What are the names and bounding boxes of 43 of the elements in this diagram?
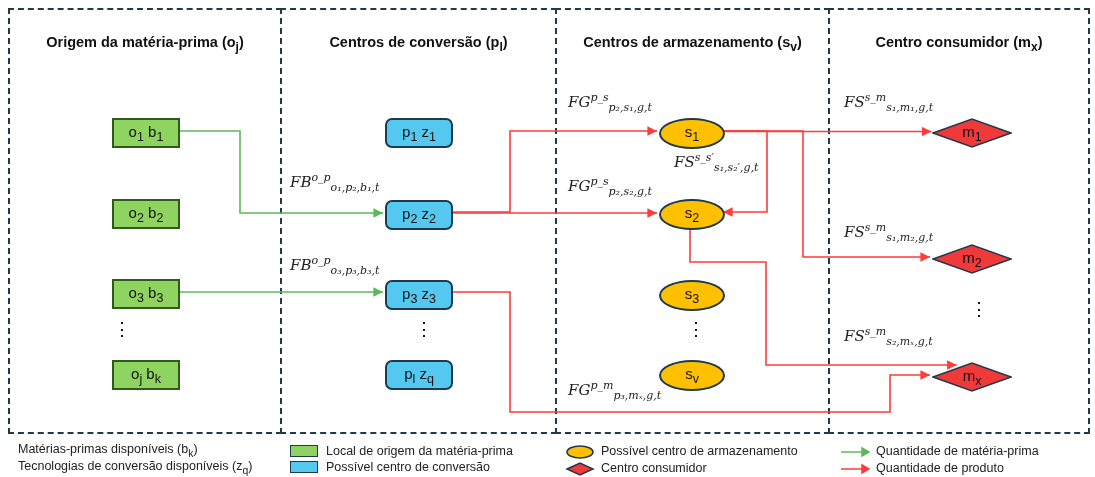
note-text: Matérias-primas disponíveis (b$_{k}$) (18, 442, 198, 459)
storage-ellipse: s$_{3}$ (659, 280, 725, 311)
column-heading: Origem da matéria-prima (o$_{j}$) (45, 34, 245, 54)
conversion-box: p$_{1}$ z$_{1}$ (385, 118, 453, 148)
arrow (450, 126, 658, 213)
column-heading: Centro consumidor (m$_{x}$) (874, 34, 1044, 54)
column-panel (555, 8, 830, 434)
legend-text: Quantidade de matéria-prima (876, 444, 1039, 458)
storage-ellipse: s$_{v}$ (659, 360, 725, 391)
origin-box: o$_{3}$ b$_{3}$ (112, 279, 180, 309)
origin-box: o$_{1}$ b$_{1}$ (112, 118, 180, 148)
storage-ellipse: s$_{2}$ (659, 199, 725, 230)
legend-text: Possível centro de armazenamento (601, 444, 798, 458)
legend-text: Local de origem da matéria-prima (326, 444, 513, 458)
arrow (722, 130, 931, 262)
ellipsis-mark: ⋮ (415, 318, 433, 340)
legend-text: Quantidade de produto (876, 461, 1004, 475)
origin-box: o$_{j}$ b$_{k}$ (112, 360, 180, 390)
ellipsis-mark: ⋮ (113, 318, 131, 340)
arrow (450, 291, 931, 413)
conversion-box: p$_{3}$ z$_{3}$ (385, 280, 453, 310)
column-panel (828, 8, 1090, 434)
conversion-box: p$_{2}$ z$_{2}$ (385, 200, 453, 230)
arrow (722, 130, 768, 217)
consumer-diamond: m$_{2}$ (932, 244, 1012, 274)
ellipsis-mark: ⋮ (970, 298, 988, 320)
consumer-diamond: m$_{1}$ (932, 118, 1012, 148)
column-panel (280, 8, 557, 434)
origin-box: o$_{2}$ b$_{2}$ (112, 199, 180, 229)
storage-ellipse: s$_{1}$ (659, 118, 725, 149)
column-heading: Centros de conversão (p$_{l}$) (328, 34, 509, 54)
ellipsis-mark: ⋮ (687, 318, 705, 340)
note-text: Tecnologias de conversão disponíveis (z$_{q}$) (18, 459, 253, 476)
arrow (177, 287, 384, 297)
arrow (689, 227, 958, 370)
column-panel (8, 8, 282, 434)
arrow (177, 130, 384, 218)
legend-text: Centro consumidor (601, 461, 707, 475)
conversion-box: p$_{l}$ z$_{q}$ (385, 360, 453, 390)
column-heading: Centros de armazenamento (s$_{v}$) (582, 34, 803, 54)
consumer-diamond: m$_{x}$ (932, 362, 1012, 392)
arrow (450, 208, 658, 218)
legend-text: Possível centro de conversão (326, 460, 490, 474)
